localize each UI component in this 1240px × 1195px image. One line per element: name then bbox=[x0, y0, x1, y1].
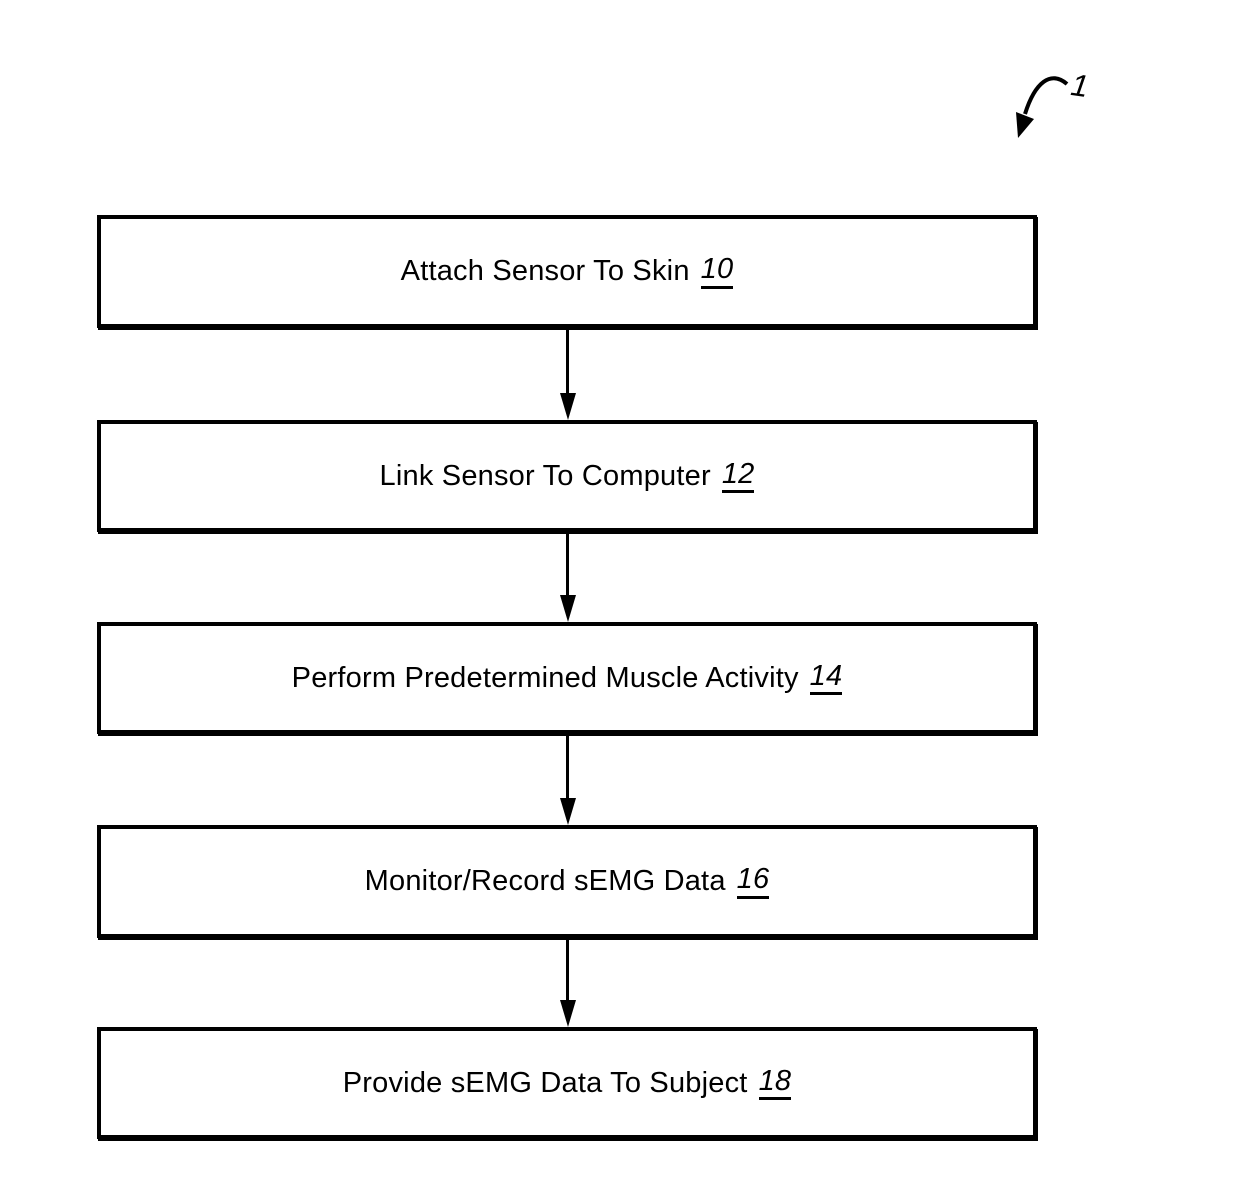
flow-step-box-perform-activity: Perform Predetermined Muscle Activity 14 bbox=[97, 622, 1037, 734]
flow-step-ref-number: 18 bbox=[758, 1065, 792, 1101]
down-arrow-connector bbox=[559, 532, 576, 622]
arrow-head-icon bbox=[559, 1000, 576, 1027]
figure-reference: 1 bbox=[1005, 60, 1105, 155]
down-arrow-connector bbox=[559, 328, 576, 420]
flow-step-label: Monitor/Record sEMG Data bbox=[364, 865, 726, 897]
flow-step-ref-number: 12 bbox=[721, 458, 755, 494]
flow-step-label: Perform Predetermined Muscle Activity bbox=[291, 661, 799, 694]
arrow-head-icon bbox=[559, 798, 576, 825]
arrow-shaft bbox=[566, 734, 569, 798]
arrow-shaft bbox=[566, 328, 569, 393]
flow-step-ref-number: 16 bbox=[736, 864, 770, 899]
arrow-shaft bbox=[566, 938, 569, 1000]
flow-step-ref-number: 14 bbox=[809, 660, 843, 696]
flow-step-box-attach-sensor: Attach Sensor To Skin 10 bbox=[97, 215, 1037, 328]
down-arrow-connector bbox=[559, 938, 576, 1027]
flow-step-box-provide-data: Provide sEMG Data To Subject 18 bbox=[97, 1027, 1037, 1139]
flow-step-ref-number: 10 bbox=[700, 254, 734, 289]
down-arrow-connector bbox=[559, 734, 576, 825]
curved-arrow-icon bbox=[1016, 76, 1069, 138]
flow-step-label: Attach Sensor To Skin bbox=[400, 255, 690, 287]
flow-step-label: Provide sEMG Data To Subject bbox=[342, 1066, 748, 1099]
flow-step-box-link-sensor: Link Sensor To Computer 12 bbox=[97, 420, 1037, 532]
arrow-head-icon bbox=[559, 393, 576, 420]
flow-step-label: Link Sensor To Computer bbox=[379, 459, 711, 492]
arrow-shaft bbox=[566, 532, 569, 595]
arrow-head-icon bbox=[559, 595, 576, 622]
flow-step-box-monitor-record: Monitor/Record sEMG Data 16 bbox=[97, 825, 1037, 938]
